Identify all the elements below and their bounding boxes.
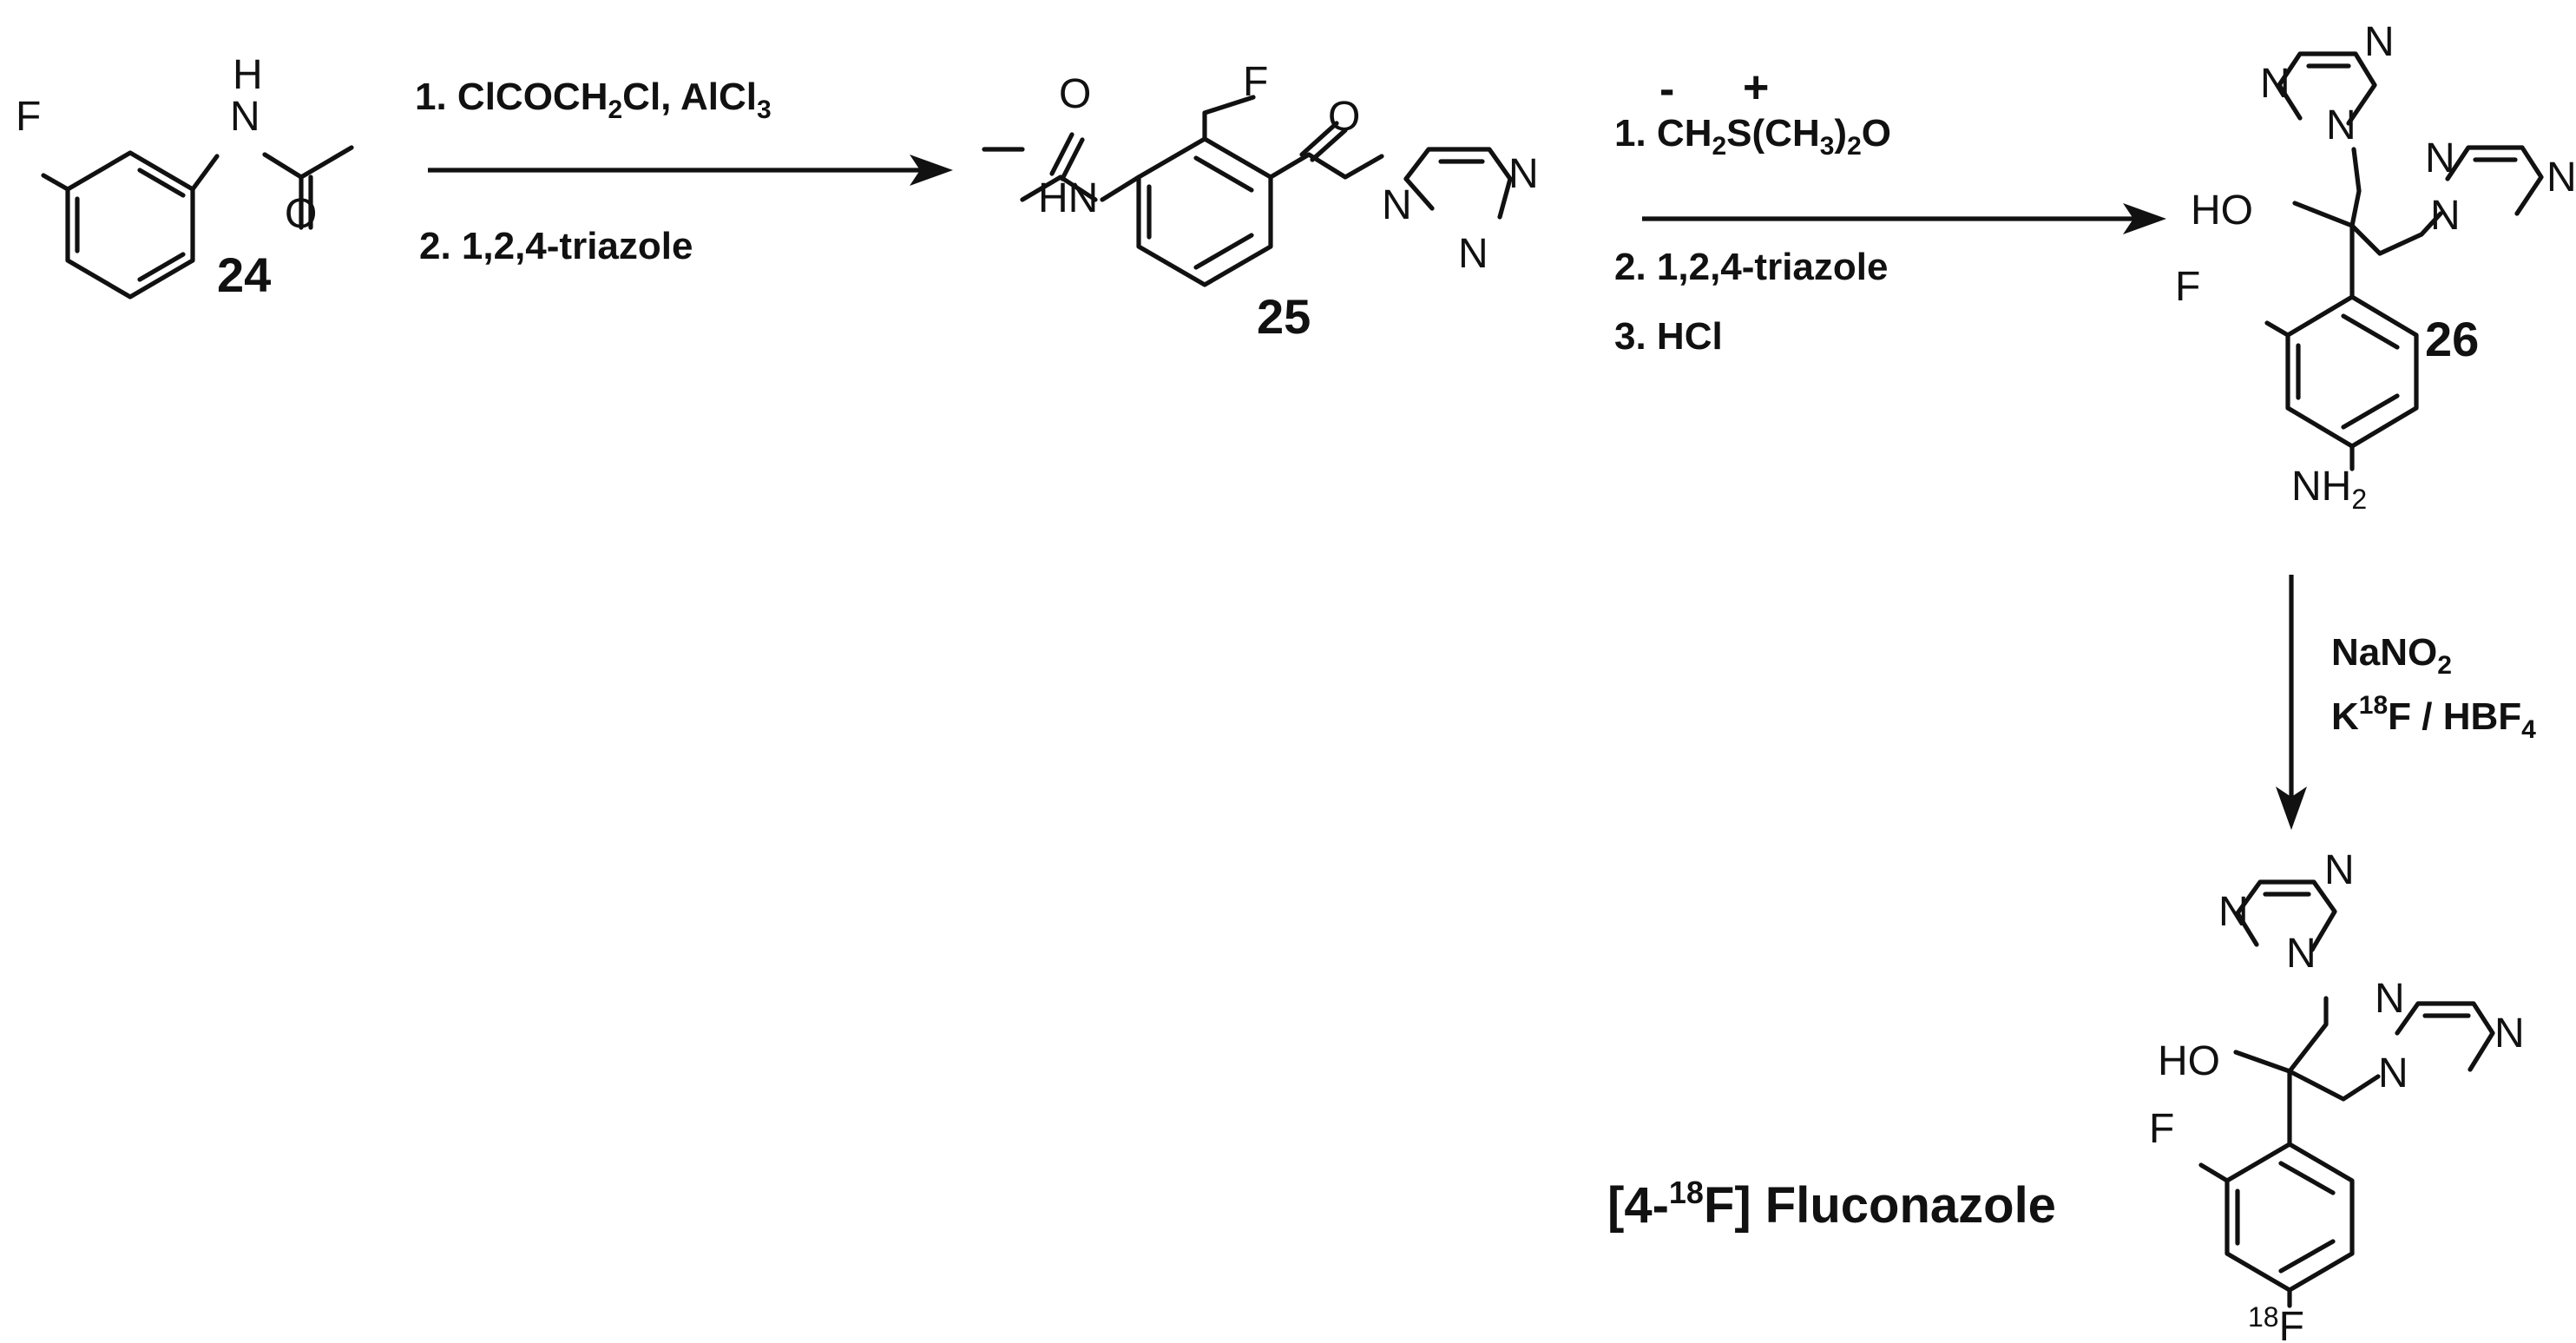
atom-f: F	[2175, 264, 2200, 310]
atom-n: N	[2546, 155, 2576, 201]
atom-18f: 18F	[2248, 1301, 2304, 1343]
atom-n: N	[1382, 182, 1412, 228]
compound-25-structure: F O O HN N N N	[982, 59, 1539, 287]
atom-n: N	[1458, 231, 1488, 277]
atom-n: N	[2430, 193, 2461, 239]
atom-o: O	[1059, 71, 1091, 117]
atom-n: N	[2286, 931, 2316, 977]
atom-ho: HO	[2158, 1038, 2220, 1084]
atom-o: O	[285, 191, 317, 237]
reaction-arrow-1	[428, 155, 953, 186]
product-name-label: [4-18F] Fluconazole	[1607, 1175, 2056, 1234]
atom-f: F	[16, 94, 41, 140]
atom-n: N	[2364, 19, 2395, 65]
arrow1-step1-reagents: 1. ClCOCH2Cl, AlCl3	[415, 76, 772, 124]
compound-label-24: 24	[217, 247, 271, 302]
atom-o: O	[1328, 94, 1360, 140]
arrow2-step1-reagent: 1. CH2S(CH3)2O	[1614, 112, 1891, 161]
product-fluconazole-structure: HO F 18F N N N N N N	[2149, 847, 2525, 1343]
atom-n: N	[2324, 847, 2355, 893]
atom-n: N	[1508, 151, 1539, 197]
atom-f: F	[1243, 59, 1268, 105]
arrow1-step2-reagent: 2. 1,2,4-triazole	[419, 225, 693, 267]
atom-n: N	[2218, 889, 2249, 935]
reaction-arrow-3	[2276, 575, 2307, 830]
ylide-charge-minus: -	[1659, 64, 1674, 115]
atom-n: N	[2260, 61, 2290, 107]
arrow2-step2-reagent: 2. 1,2,4-triazole	[1614, 246, 1888, 288]
compound-label-25: 25	[1257, 289, 1311, 344]
compound-label-26: 26	[2425, 312, 2479, 366]
atom-n: N	[230, 94, 260, 140]
compound-26-structure: HO F NH2 N N N N N N	[2175, 19, 2576, 515]
arrow3-reagent-line2: K18F / HBF4	[2331, 691, 2536, 744]
atom-n: N	[2494, 1011, 2525, 1057]
atom-n: N	[2425, 135, 2455, 181]
atom-h: H	[233, 52, 263, 98]
atom-nh2: NH2	[2291, 464, 2367, 515]
ylide-charge-plus: +	[1743, 63, 1769, 113]
atom-hn: HN	[1038, 175, 1098, 221]
atom-n: N	[2378, 1050, 2408, 1096]
atom-f: F	[2149, 1106, 2174, 1152]
atom-n: N	[2375, 976, 2405, 1022]
arrow2-step3-reagent: 3. HCl	[1614, 315, 1723, 358]
reaction-arrow-2	[1642, 203, 2166, 234]
compound-24-structure: F N H O	[16, 52, 354, 300]
atom-n: N	[2326, 102, 2356, 148]
arrow3-reagent-line1: NaNO2	[2331, 631, 2452, 680]
atom-ho: HO	[2191, 188, 2253, 234]
